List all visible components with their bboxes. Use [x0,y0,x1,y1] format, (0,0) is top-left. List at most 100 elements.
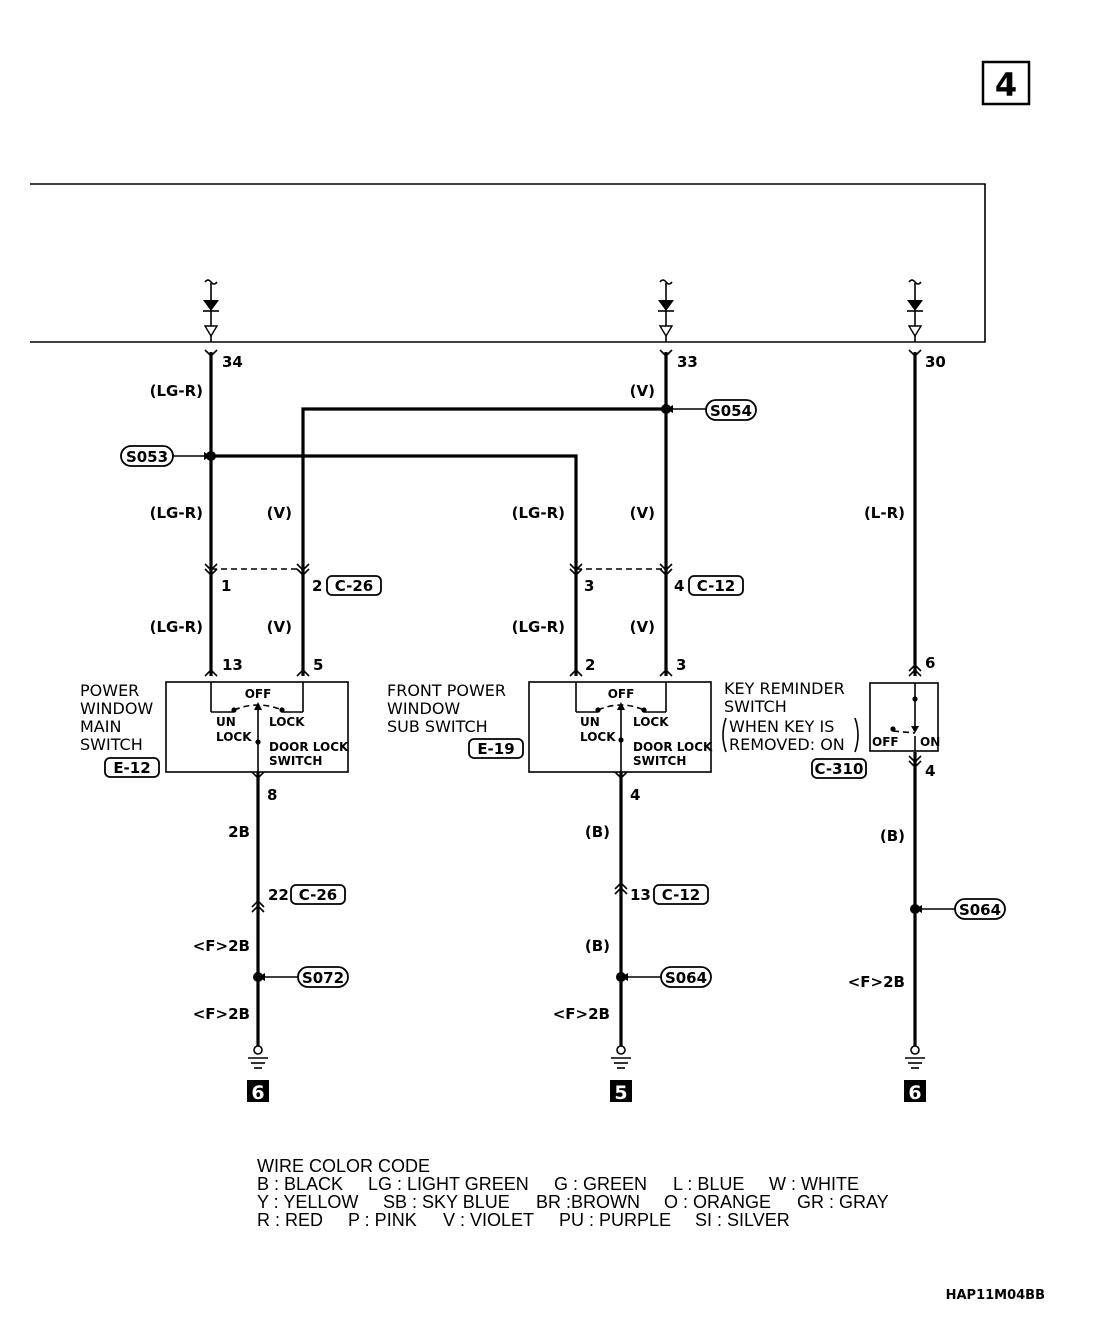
ground-icon [611,1045,631,1069]
splice-s053: S053 [120,445,211,467]
wire-label: (LG-R) [150,504,203,522]
pin-number: 13 [222,656,243,674]
wire-label: (V) [630,618,655,636]
wire-label: <F>2B [193,937,250,955]
ground-icon [905,1045,925,1069]
svg-text:ON: ON [920,735,940,749]
component-label: POWER [80,681,139,700]
svg-text:S064: S064 [959,901,1001,919]
component-label: REMOVED: ON [729,735,845,754]
wire-label: 2B [228,823,250,841]
pin-number: 2 [312,577,322,595]
bracket-right [854,717,859,753]
wire-label: <F>2B [553,1005,610,1023]
terminal-33: 33 [677,353,698,371]
svg-text:S064: S064 [665,969,707,987]
svg-text:LOCK: LOCK [633,715,669,729]
svg-text:P : PINK: P : PINK [348,1210,417,1230]
svg-text:SB : SKY BLUE: SB : SKY BLUE [383,1192,510,1212]
front-power-window-sub-switch: OFF UN LOCK LOCK DOOR LOCK SWITCH [528,681,713,773]
wire-label: (B) [880,827,905,845]
splice-s072: S072 [258,966,349,988]
wire-label: (LG-R) [512,504,565,522]
svg-text:E-19: E-19 [477,740,514,758]
junction-connector [204,563,310,577]
svg-text:C-12: C-12 [662,886,700,904]
ground-ref-box: 5 [610,1080,632,1104]
svg-text:6: 6 [908,1082,921,1104]
component-label: SUB SWITCH [387,717,488,736]
svg-text:C-12: C-12 [697,577,735,595]
pin-number: 2 [585,656,595,674]
ground-icon [248,1045,268,1069]
diagram-code: HAP11M04BB [946,1288,1045,1303]
terminal-marks [204,349,922,358]
wire-label: (B) [585,823,610,841]
component-label: SWITCH [724,697,787,716]
bracket-left [722,717,727,753]
svg-text:L : BLUE: L : BLUE [673,1174,744,1194]
svg-text:SI : SILVER: SI : SILVER [695,1210,790,1230]
svg-text:DOOR LOCK: DOOR LOCK [633,740,713,754]
svg-text:LOCK: LOCK [580,730,616,744]
svg-text:O : ORANGE: O : ORANGE [664,1192,771,1212]
svg-text:UN: UN [216,715,236,729]
svg-text:R : RED: R : RED [257,1210,323,1230]
pin-number: 5 [313,656,323,674]
pin-number: 13 [630,886,651,904]
wire-color-legend: WIRE COLOR CODE B : BLACK LG : LIGHT GRE… [257,1156,889,1230]
diode-icon [203,279,219,342]
connector-c12: C-12 [688,575,744,596]
terminal-30: 30 [925,353,946,371]
pin-number: 4 [630,786,640,804]
svg-text:S072: S072 [302,969,344,987]
svg-text:W : WHITE: W : WHITE [769,1174,859,1194]
junction-connector [569,563,673,577]
control-unit-box [30,183,986,343]
component-label: SWITCH [80,735,143,754]
ground-ref-box: 6 [247,1080,269,1104]
component-label: WINDOW [80,699,153,718]
ground-ref-box: 6 [904,1080,926,1104]
wire-label: <F>2B [848,973,905,991]
wire-label: <F>2B [193,1005,250,1023]
svg-text:SWITCH: SWITCH [269,754,322,768]
pin-number: 22 [268,886,289,904]
legend-title: WIRE COLOR CODE [257,1156,430,1176]
component-label: MAIN [80,717,121,736]
terminal-34: 34 [222,353,243,371]
svg-text:BR :BROWN: BR :BROWN [536,1192,640,1212]
svg-text:C-26: C-26 [335,577,373,595]
pin-number: 3 [676,656,686,674]
component-label: FRONT POWER [387,681,506,700]
svg-text:LOCK: LOCK [216,730,252,744]
component-label: WINDOW [387,699,460,718]
wires [209,352,917,1048]
wire-label: (V) [630,382,655,400]
svg-text:E-12: E-12 [113,759,150,777]
svg-text:SWITCH: SWITCH [633,754,686,768]
svg-text:C-26: C-26 [299,886,337,904]
svg-text:LOCK: LOCK [269,715,305,729]
splice-s064: S064 [621,966,712,988]
svg-text:S053: S053 [126,448,168,466]
svg-text:LG : LIGHT GREEN: LG : LIGHT GREEN [368,1174,529,1194]
wire-label: (L-R) [864,504,905,522]
wire-label: (V) [267,618,292,636]
connector-c26: C-26 [326,575,382,596]
pin-number: 8 [267,786,277,804]
splice-s064: S064 [915,898,1006,920]
svg-text:OFF: OFF [872,735,899,749]
wire-label: (V) [630,504,655,522]
connector-e12: E-12 [104,757,160,778]
page-number: 4 [995,66,1017,104]
svg-text:S054: S054 [710,402,752,420]
svg-text:G : GREEN: G : GREEN [554,1174,647,1194]
page-number-box: 4 [981,60,1031,106]
svg-text:6: 6 [251,1082,264,1104]
connector-c26: C-26 [290,884,346,905]
key-reminder-switch: OFF ON [869,682,940,752]
wire-label: (LG-R) [150,382,203,400]
pin-number: 4 [925,762,935,780]
wire-label: (LG-R) [512,618,565,636]
